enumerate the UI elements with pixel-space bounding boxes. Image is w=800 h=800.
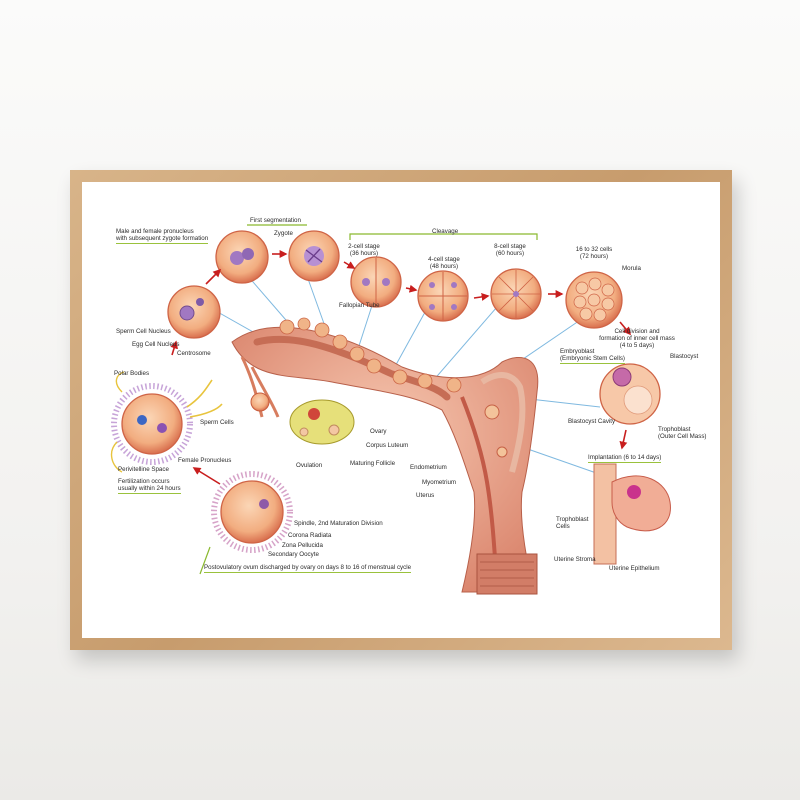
label-uterine-epithelium: Uterine Epithelium bbox=[609, 565, 660, 572]
uterus-illustration bbox=[231, 317, 539, 595]
label-trophoblast: Trophoblast(Outer Cell Mass) bbox=[658, 426, 706, 440]
label-trophoblast-cells-line2: Cells bbox=[556, 523, 570, 530]
cell-2-stage bbox=[350, 256, 402, 308]
label-female-pronucleus: Female Pronucleus bbox=[178, 457, 232, 464]
label-embryoblast-line2: (Embryonic Stem Cells) bbox=[560, 355, 625, 362]
label-cell-division-line3: (4 to 5 days) bbox=[619, 342, 655, 349]
label-fertilization-line1: Fertilization occurs bbox=[118, 478, 170, 485]
cell-zygote bbox=[288, 230, 340, 282]
label-morula: Morula bbox=[622, 265, 641, 272]
anatomy-illustration bbox=[110, 224, 671, 595]
implantation-illustration bbox=[593, 463, 671, 565]
label-sperm-cells: Sperm Cells bbox=[200, 419, 234, 426]
cell-blastocyst bbox=[599, 363, 661, 425]
label-corona-radiata: Corona Radiata bbox=[288, 532, 332, 539]
label-perivitelline-space: Perivitelline Space bbox=[118, 466, 169, 473]
label-fallopian-tube: Fallopian Tube bbox=[339, 302, 380, 309]
label-blastocyst: Blastocyst bbox=[670, 353, 699, 360]
label-first-segmentation: First segmentation bbox=[250, 217, 301, 224]
label-polar-bodies: Polar Bodies bbox=[114, 370, 150, 377]
label-4-cell: 4-cell stage bbox=[428, 256, 460, 263]
label-embryoblast: Embryoblast(Embryonic Stem Cells) bbox=[560, 348, 625, 364]
label-16-32-cells: 16 to 32 cells(72 hours) bbox=[576, 246, 612, 260]
green-brackets bbox=[199, 224, 538, 575]
label-8-cell-time: (60 hours) bbox=[495, 250, 525, 257]
label-secondary-oocyte: Secondary Oocyte bbox=[268, 551, 319, 558]
label-trophoblast-line2: (Outer Cell Mass) bbox=[658, 433, 707, 440]
cell-pronucleus bbox=[167, 285, 221, 339]
cell-fertilization bbox=[110, 371, 223, 473]
label-blastocyst-cavity: Blastocyst Cavity bbox=[568, 418, 616, 425]
label-8-cell: 8-cell stage bbox=[494, 243, 526, 250]
cell-male-female-pronucleus bbox=[215, 230, 269, 284]
progression-arrows bbox=[170, 250, 632, 485]
label-pronucleus-line1: Male and female pronucleus bbox=[116, 228, 194, 235]
label-spindle: Spindle, 2nd Maturation Division bbox=[294, 520, 383, 527]
label-zona-pellucida: Zona Pellucida bbox=[282, 542, 323, 549]
label-centrosome: Centrosome bbox=[177, 350, 211, 357]
label-8-cell-stage: 8-cell stage(60 hours) bbox=[494, 243, 526, 257]
label-uterine-stroma: Uterine Stroma bbox=[554, 556, 596, 563]
label-16-32: 16 to 32 cells bbox=[575, 246, 613, 253]
label-sperm-cell-nucleus: Sperm Cell Nucleus bbox=[116, 328, 171, 335]
label-fertilization-line2: usually within 24 hours bbox=[118, 485, 181, 492]
cell-morula bbox=[565, 271, 623, 329]
label-ovulation: Ovulation bbox=[296, 462, 323, 469]
cell-secondary-oocyte bbox=[211, 471, 293, 553]
label-endometrium: Endometrium bbox=[410, 464, 447, 471]
label-2-cell: 2-cell stage bbox=[348, 243, 380, 250]
label-2-cell-stage: 2-cell stage(36 hours) bbox=[348, 243, 380, 257]
label-egg-cell-nucleus: Egg Cell Nucleus bbox=[132, 341, 180, 348]
cell-8-stage bbox=[490, 268, 542, 320]
label-cleavage: Cleavage bbox=[432, 228, 459, 235]
label-4-cell-stage: 4-cell stage(48 hours) bbox=[428, 256, 460, 270]
label-corpus-luteum: Corpus Luteum bbox=[366, 442, 409, 449]
label-trophoblast-line1: Trophoblast bbox=[658, 426, 691, 433]
label-cell-division-line2: formation of inner cell mass bbox=[599, 335, 675, 342]
label-implantation: Implantation (6 to 14 days) bbox=[588, 454, 662, 463]
label-myometrium: Myometrium bbox=[422, 479, 457, 486]
label-zygote: Zygote bbox=[274, 230, 293, 237]
label-4-cell-time: (48 hours) bbox=[429, 263, 459, 270]
development-cells bbox=[110, 230, 671, 565]
label-cell-division-line1: Cell division and bbox=[614, 328, 660, 335]
label-maturing-follicle: Maturing Follicle bbox=[350, 460, 396, 467]
label-16-32-time: (72 hours) bbox=[579, 253, 609, 260]
label-embryoblast-line1: Embryoblast bbox=[560, 348, 595, 355]
label-pronucleus-line2: with subsequent zygote formation bbox=[116, 235, 209, 242]
cell-4-stage bbox=[417, 270, 469, 322]
label-trophoblast-cells-line1: Trophoblast bbox=[556, 516, 589, 523]
label-postovulatory: Postovulatory ovum discharged by ovary o… bbox=[204, 564, 412, 573]
label-uterus: Uterus bbox=[416, 492, 435, 499]
label-2-cell-time: (36 hours) bbox=[349, 250, 379, 257]
label-ovary: Ovary bbox=[370, 428, 387, 435]
